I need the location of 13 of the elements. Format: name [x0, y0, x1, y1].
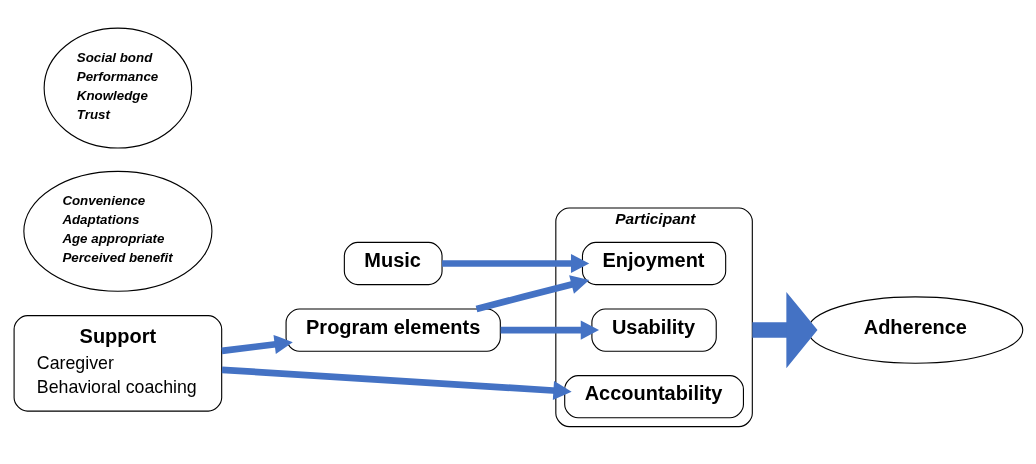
node-ellipse: Convenience Adaptations Age appropriate Perceived benefit — [22, 170, 212, 292]
node-box: Program elements — [285, 308, 501, 352]
arrow — [751, 291, 817, 369]
arrow — [220, 334, 293, 355]
node-box: Accountability — [563, 375, 744, 419]
arrow — [221, 366, 572, 401]
arrow — [441, 253, 589, 274]
node-box: Support Caregiver Behavioral coaching — [13, 315, 222, 412]
node-box: Enjoyment — [581, 241, 726, 286]
arrow — [475, 275, 589, 313]
node-box: Usability — [590, 308, 717, 352]
node-ellipse: Social bond Performance Knowledge Trust — [43, 27, 192, 149]
node-box: Music — [343, 241, 443, 286]
